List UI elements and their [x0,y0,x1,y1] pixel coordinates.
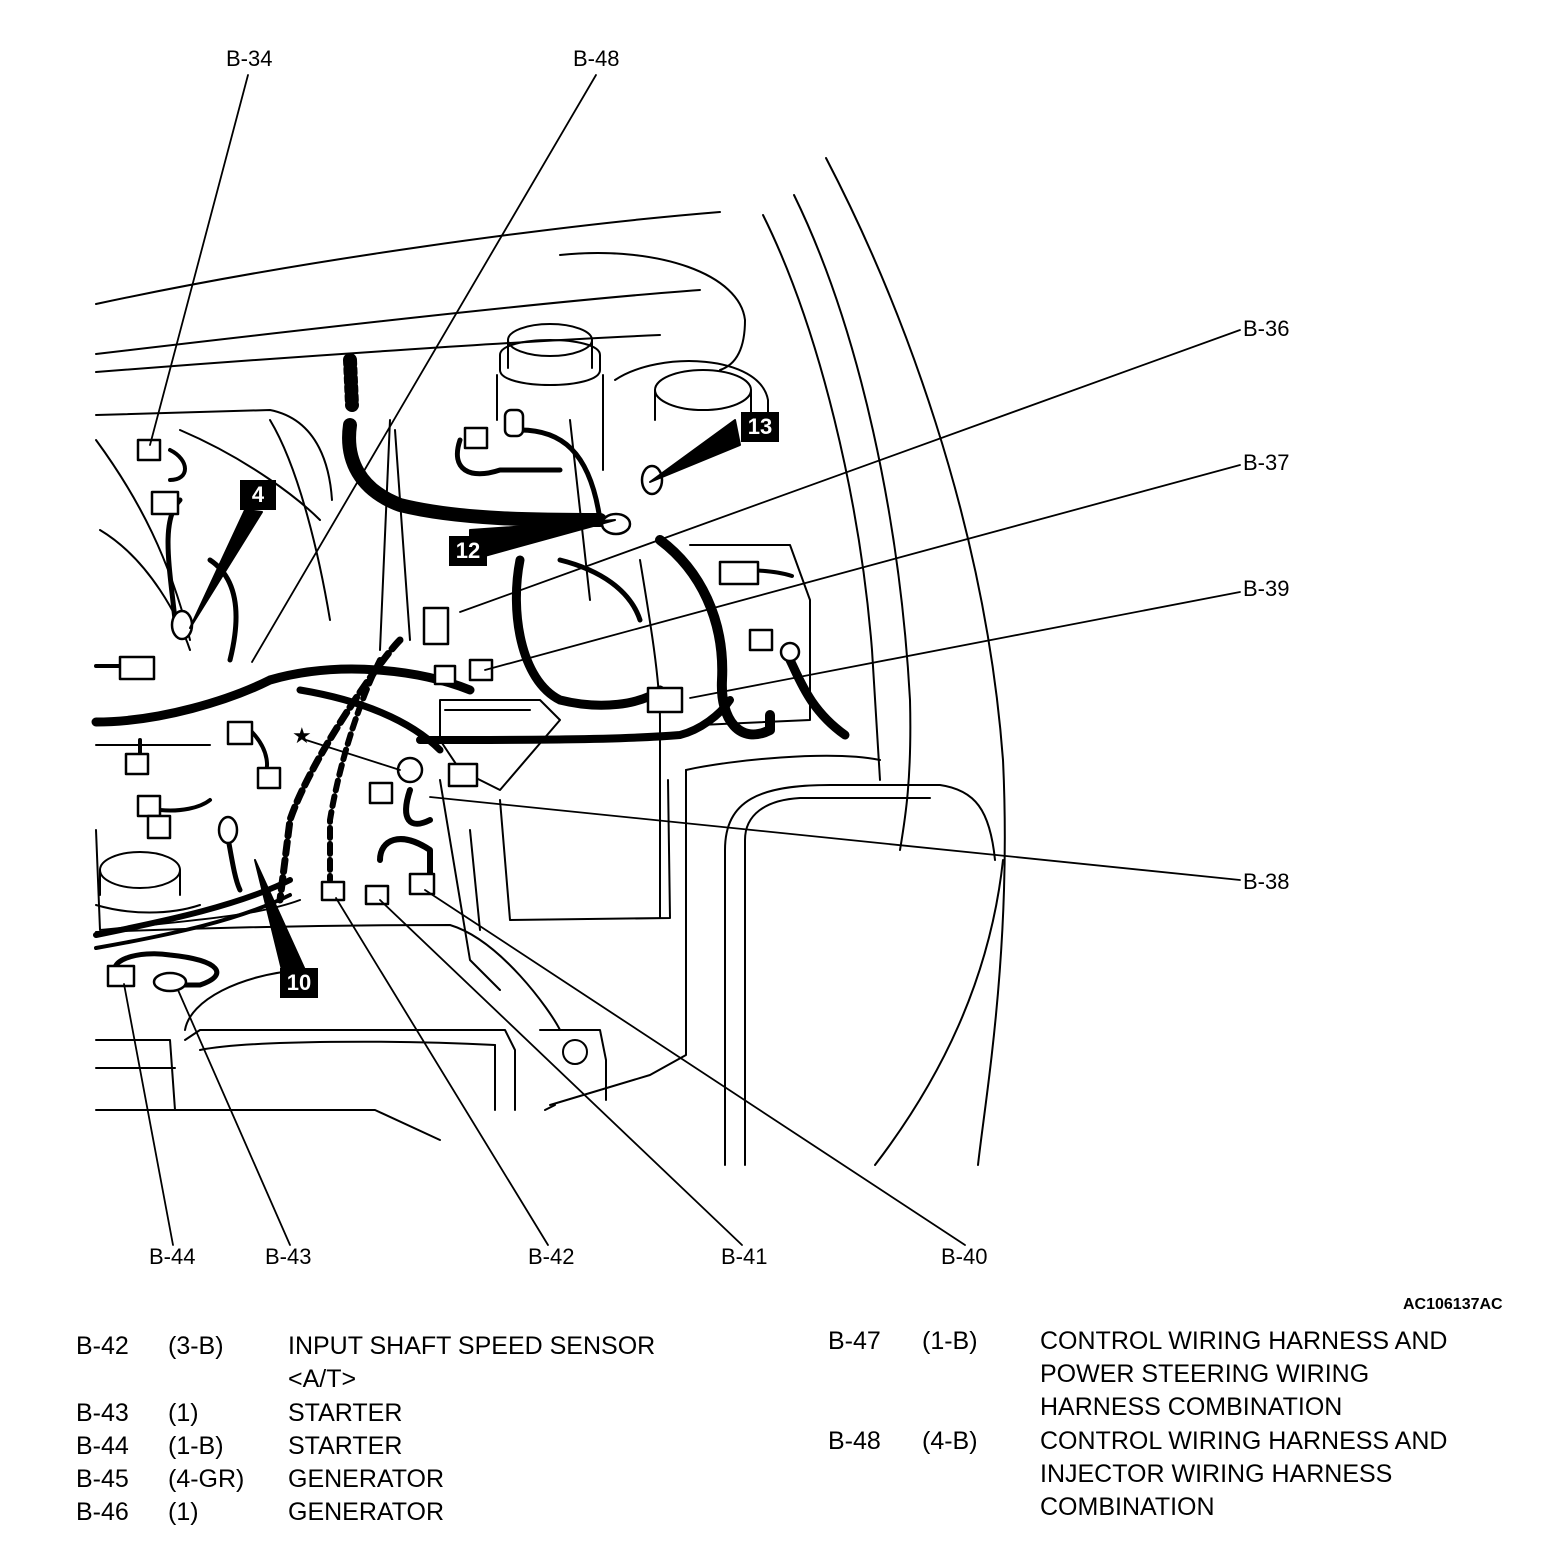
legend-desc: POWER STEERING WIRING [1040,1360,1370,1388]
engine-compartment-diagram [91,74,1241,1246]
legend-spec: (3-B) [168,1332,224,1360]
legend-code: B-48 [828,1427,881,1455]
legend-desc: INPUT SHAFT SPEED SENSOR [288,1332,656,1360]
legend-desc: GENERATOR [288,1498,445,1526]
callout-b38: B-38 [1243,869,1290,894]
legend-desc: CONTROL WIRING HARNESS AND [1040,1327,1448,1355]
callout-b44: B-44 [149,1244,196,1269]
legend-spec: (4-GR) [168,1465,245,1493]
callout-b39: B-39 [1243,576,1290,601]
legend-desc: <A/T> [288,1365,357,1393]
callout-b41: B-41 [721,1244,768,1269]
leader-lines [123,74,1241,1246]
callout-b34: B-34 [226,46,273,71]
legend-desc: COMBINATION [1040,1493,1215,1521]
legend-spec: (1) [168,1498,199,1526]
legend-spec: (1-B) [168,1432,224,1460]
ground-point-4: 4 [240,480,276,510]
legend-desc: HARNESS COMBINATION [1040,1393,1343,1421]
callout-b42: B-42 [528,1244,575,1269]
ground-point-12: 12 [449,536,487,566]
ground-point-10: 10 [280,968,318,998]
callout-b36: B-36 [1243,316,1290,341]
figure-id: AC106137AC [1403,1296,1503,1313]
callout-b43: B-43 [265,1244,312,1269]
legend-code: B-46 [76,1498,129,1526]
legend-spec: (1-B) [922,1327,978,1355]
legend-spec: (1) [168,1399,199,1427]
connectors [106,408,801,993]
legend-code: B-45 [76,1465,129,1493]
body-outline [95,157,1006,1166]
callout-b48: B-48 [573,46,620,71]
legend-desc: STARTER [288,1432,403,1460]
star-symbol: ★ [292,723,312,748]
ground-point-13: 13 [741,412,779,442]
legend-code: B-43 [76,1399,129,1427]
legend-code: B-44 [76,1432,129,1460]
legend-desc: STARTER [288,1399,403,1427]
legend-desc: INJECTOR WIRING HARNESS [1040,1460,1393,1488]
legend-desc: CONTROL WIRING HARNESS AND [1040,1427,1448,1455]
legend-desc: GENERATOR [288,1465,445,1493]
wiring-harness [91,353,850,988]
reservoirs [95,323,769,914]
legend-code: B-42 [76,1332,129,1360]
callout-b37: B-37 [1243,450,1290,475]
ground-point-pointers [189,419,741,971]
legend-code: B-47 [828,1327,881,1355]
legend-spec: (4-B) [922,1427,978,1455]
callout-b40: B-40 [941,1244,988,1269]
